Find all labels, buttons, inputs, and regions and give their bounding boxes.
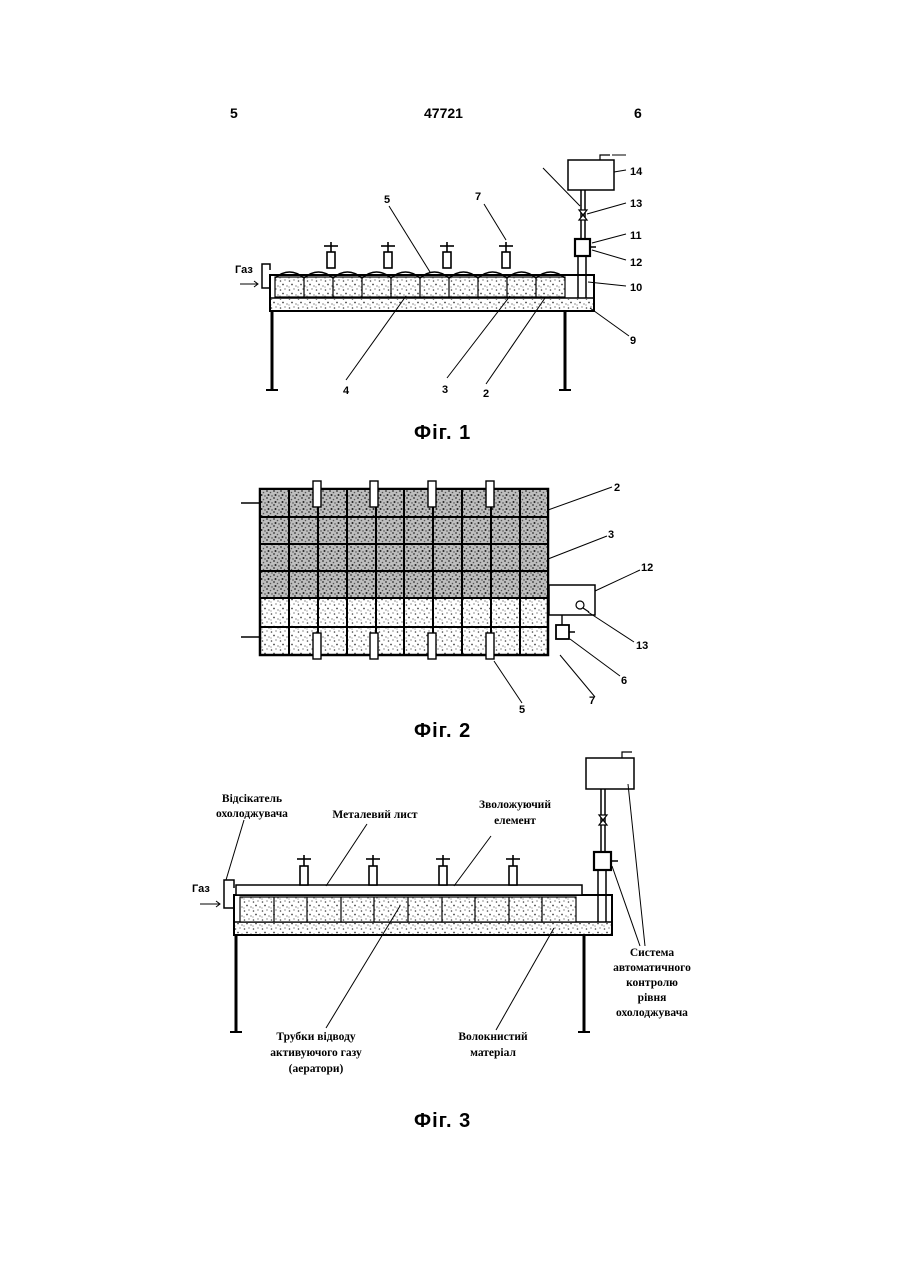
fig2-ref-2: 2 [614,482,620,494]
label-metal-sheet: Металевий лист [332,809,418,821]
label-control-line3: контролю [626,977,678,989]
label-control-line4: рівня [638,992,667,1004]
ref-3: 4 [343,385,350,397]
label-control-line2: автоматичного [613,962,691,974]
label-fibrous-line2: матеріал [470,1047,516,1059]
fig2-ref-13: 13 [636,640,648,652]
label-fibrous-line1: Волокнистий [458,1031,528,1043]
figure-2 [241,481,640,703]
figure-3-caption: Фіг. 3 [414,1110,471,1133]
figure-1 [240,155,629,390]
ref-7: 9 [630,335,636,347]
ref-1: 2 [483,388,489,400]
label-tubes-line1: Трубки відводу [276,1031,356,1043]
label-humidifier-line2: елемент [494,815,536,827]
fig2-ref-7: 7 [589,695,595,707]
label-tubes-line3: (аератори) [289,1063,344,1075]
figure-2-caption: Фіг. 2 [414,720,471,743]
ref-2: 3 [442,384,448,396]
ref-11: 13 [630,198,642,210]
fig2-ref-3: 3 [608,529,614,541]
fig2-ref-6: 6 [621,675,627,687]
ref-12: 14 [630,166,643,178]
fig2-ref-5: 5 [519,704,525,716]
figure-1-caption: Фіг. 1 [414,422,471,445]
ref-8: 10 [630,282,642,294]
ref-5: 7 [475,191,481,203]
fig1-gas-label: Газ [235,264,253,276]
fig3-gas-label: Газ [192,883,210,895]
label-separator-line2: охолоджувача [216,808,288,820]
label-control-line5: охолоджувача [616,1007,688,1019]
label-tubes-line2: активуючого газу [270,1047,362,1059]
ref-9: 11 [630,230,642,242]
fig2-ref-12: 12 [641,562,653,574]
label-humidifier-line1: Зволожуючий [479,799,551,811]
ref-10: 12 [630,257,642,269]
label-separator-line1: Відсікатель [222,793,282,805]
label-control-line1: Система [630,947,675,959]
ref-4: 5 [384,194,390,206]
